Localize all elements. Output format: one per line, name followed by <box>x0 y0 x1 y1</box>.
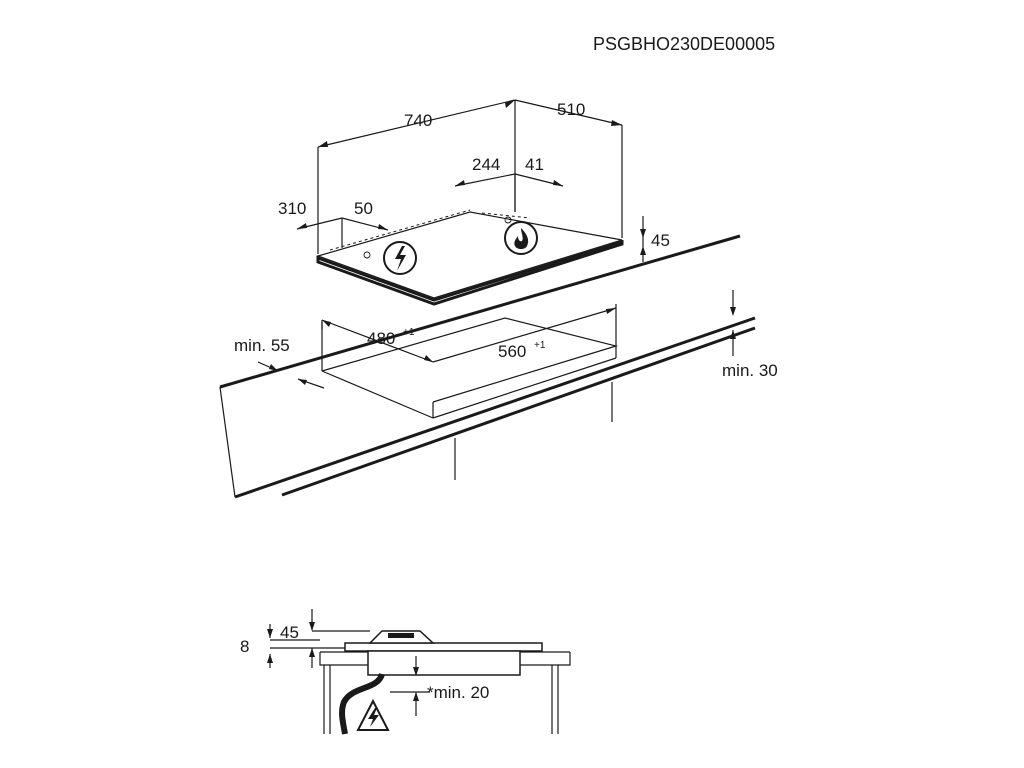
cutout-width-label: 560 <box>498 342 526 361</box>
section-top-label: 45 <box>280 623 299 642</box>
dimension-cutout-depth <box>321 319 434 363</box>
width-label: 740 <box>404 111 432 130</box>
electric-hazard-icon <box>356 698 390 731</box>
section-left-label: 8 <box>240 637 249 656</box>
left-offset-b: 50 <box>354 199 373 218</box>
section-bottom-label: *min. 20 <box>427 683 489 702</box>
dimension-height <box>640 216 646 262</box>
worktop <box>219 234 756 499</box>
electric-warning-icon <box>383 241 417 275</box>
left-offset-a: 310 <box>278 199 306 218</box>
dimension-section-top <box>267 609 370 668</box>
dimension-cutout-width <box>432 304 617 363</box>
section-view <box>319 630 571 735</box>
document-code: PSGBHO230DE00005 <box>593 34 775 54</box>
dimension-left-burner <box>296 217 389 248</box>
cutout-depth-label: 480 <box>367 329 395 348</box>
burner-offset-b: 41 <box>525 155 544 174</box>
burner-mark <box>504 216 512 224</box>
dimension-depth <box>514 99 623 238</box>
cutout-width-tolerance: +1 <box>534 340 546 351</box>
height-label: 45 <box>651 231 670 250</box>
hob-outline <box>316 209 624 306</box>
min-front-label: min. 55 <box>234 336 290 355</box>
burner-mark <box>363 251 371 259</box>
dimension-min-wall <box>730 290 736 356</box>
depth-label: 510 <box>557 100 585 119</box>
dimension-min-front <box>257 361 325 389</box>
burner-offset-a: 244 <box>472 155 500 174</box>
min-wall-label: min. 30 <box>722 361 778 380</box>
cutout-depth-tolerance: +1 <box>403 327 415 338</box>
dimension-burner-position <box>454 173 564 212</box>
dimension-section-bottom <box>390 656 430 716</box>
gas-flame-icon <box>504 221 538 255</box>
